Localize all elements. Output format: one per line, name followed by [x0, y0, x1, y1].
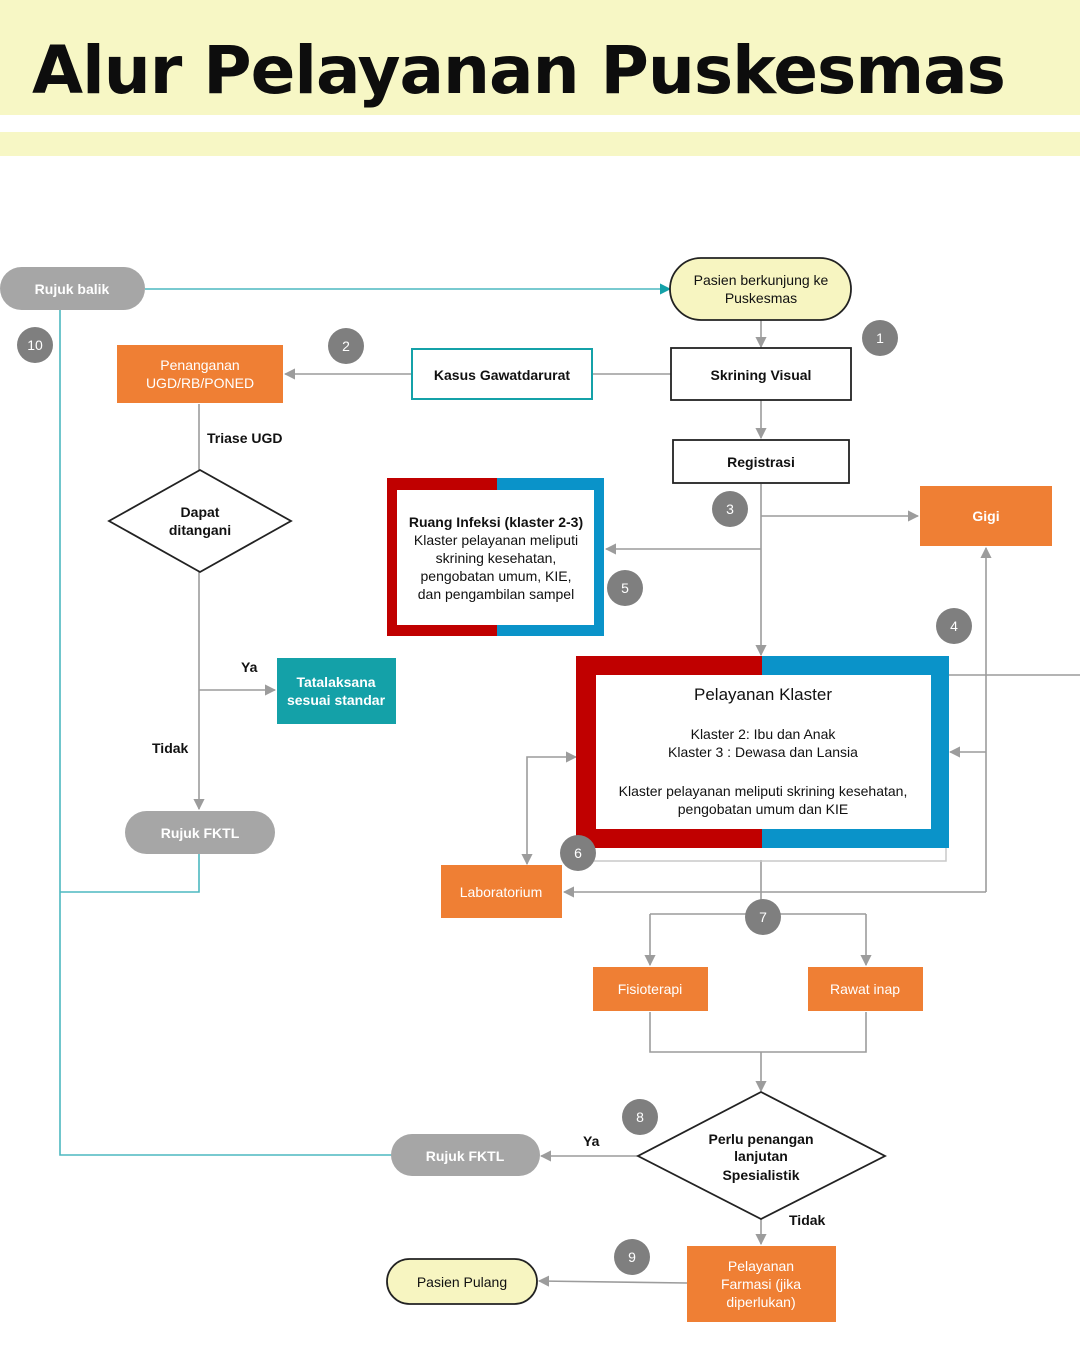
rujuk-balik-node: Rujuk balik: [0, 267, 145, 310]
kasus-gawatdarurat-node: Kasus Gawatdarurat: [411, 348, 593, 400]
registrasi-node: Registrasi: [672, 439, 850, 484]
perlu-penanganan-line-2: lanjutan: [734, 1148, 788, 1164]
step-badge-3: 3: [712, 491, 748, 527]
pelayanan-klaster-line-4: Klaster pelayanan meliputi skrining kese…: [619, 783, 908, 799]
step-badge-2: 2: [328, 328, 364, 364]
rujuk-fktl-bottom-node: Rujuk FKTL: [391, 1134, 540, 1176]
pelayanan-farmasi-line-2: Farmasi (jika: [721, 1276, 801, 1292]
gigi-label: Gigi: [972, 508, 999, 524]
ruang-infeksi-title: Ruang Infeksi (klaster 2-3): [409, 514, 583, 530]
tatalaksana-line-2: sesuai standar: [287, 692, 386, 708]
laboratorium-label: Laboratorium: [460, 884, 543, 900]
edge-label-ya-2: Ya: [583, 1133, 600, 1149]
step-badge-8: 8: [622, 1099, 658, 1135]
rujuk-fktl-top-node: Rujuk FKTL: [125, 811, 275, 854]
step-badge-4: 4: [936, 608, 972, 644]
fisioterapi-node: Fisioterapi: [593, 967, 708, 1011]
pelayanan-klaster-title: Pelayanan Klaster: [694, 685, 832, 704]
pasien-berkunjung-node: Pasien berkunjung ke Puskesmas: [669, 257, 852, 321]
rujuk-balik-label: Rujuk balik: [35, 281, 110, 297]
svg-text:2: 2: [342, 338, 350, 354]
ruang-infeksi-line-4: dan pengambilan sampel: [418, 586, 574, 602]
svg-text:7: 7: [759, 909, 767, 925]
svg-text:4: 4: [950, 618, 958, 634]
pasien-pulang-label: Pasien Pulang: [417, 1274, 507, 1290]
dapat-ditangani-node: Dapat ditangani: [107, 468, 293, 574]
dapat-ditangani-line-1: Dapat: [181, 504, 220, 520]
pelayanan-farmasi-node: Pelayanan Farmasi (jika diperlukan): [687, 1246, 836, 1322]
svg-text:9: 9: [628, 1249, 636, 1265]
pelayanan-klaster-node: Pelayanan Klaster Klaster 2: Ibu dan Ana…: [576, 656, 949, 862]
pelayanan-klaster-line-2: Klaster 3 : Dewasa dan Lansia: [668, 744, 858, 760]
svg-text:8: 8: [636, 1109, 644, 1125]
edge-label-triase-ugd: Triase UGD: [207, 430, 282, 446]
step-badge-9: 9: [614, 1239, 650, 1275]
svg-text:3: 3: [726, 501, 734, 517]
step-badge-10: 10: [17, 327, 53, 363]
pasien-berkunjung-line-2: Puskesmas: [725, 290, 797, 306]
skrining-visual-node: Skrining Visual: [670, 347, 852, 401]
pasien-berkunjung-line-1: Pasien berkunjung ke: [694, 272, 829, 288]
pelayanan-farmasi-line-3: diperlukan): [726, 1294, 795, 1310]
rawat-inap-label: Rawat inap: [830, 981, 900, 997]
rawat-inap-node: Rawat inap: [808, 967, 923, 1011]
pelayanan-klaster-line-5: pengobatan umum dan KIE: [678, 801, 848, 817]
step-badge-5: 5: [607, 570, 643, 606]
pelayanan-klaster-line-1: Klaster 2: Ibu dan Anak: [691, 726, 837, 742]
edge-label-tidak-2: Tidak: [789, 1212, 826, 1228]
perlu-penanganan-node: Perlu penangan lanjutan Spesialistik: [636, 1090, 887, 1221]
ruang-infeksi-line-2: skrining kesehatan,: [436, 550, 557, 566]
gigi-node: Gigi: [920, 486, 1052, 546]
fisioterapi-label: Fisioterapi: [618, 981, 683, 997]
laboratorium-node: Laboratorium: [441, 865, 562, 918]
svg-text:5: 5: [621, 580, 629, 596]
kasus-gawatdarurat-label: Kasus Gawatdarurat: [434, 367, 570, 383]
rujuk-fktl-top-label: Rujuk FKTL: [161, 825, 240, 841]
penanganan-ugd-line-2: UGD/RB/PONED: [146, 375, 254, 391]
edge-label-ya-1: Ya: [241, 659, 258, 675]
perlu-penanganan-line-1: Perlu penangan: [708, 1131, 813, 1147]
ruang-infeksi-node: Ruang Infeksi (klaster 2-3) Klaster pela…: [387, 478, 604, 636]
ruang-infeksi-line-3: pengobatan umum, KIE,: [421, 568, 572, 584]
pelayanan-farmasi-line-1: Pelayanan: [728, 1258, 794, 1274]
perlu-penanganan-line-3: Spesialistik: [722, 1167, 799, 1183]
dapat-ditangani-line-2: ditangani: [169, 522, 231, 538]
header-stripe: [0, 132, 1080, 156]
step-badges: 1 2 3 4 5 6 7 8 9 10: [17, 320, 972, 1275]
edge-label-tidak-1: Tidak: [152, 740, 189, 756]
ruang-infeksi-line-1: Klaster pelayanan meliputi: [414, 532, 578, 548]
page-title: Alur Pelayanan Puskesmas: [32, 32, 1006, 109]
connectors: [59, 283, 1080, 1287]
svg-text:1: 1: [876, 330, 884, 346]
skrining-visual-label: Skrining Visual: [711, 367, 812, 383]
header-band: [0, 0, 1080, 115]
step-badge-6: 6: [560, 835, 596, 871]
pasien-pulang-node: Pasien Pulang: [386, 1258, 538, 1305]
registrasi-label: Registrasi: [727, 454, 795, 470]
svg-text:6: 6: [574, 845, 582, 861]
tatalaksana-node: Tatalaksana sesuai standar: [277, 658, 396, 724]
step-badge-7: 7: [745, 899, 781, 935]
penanganan-ugd-node: Penanganan UGD/RB/PONED: [117, 345, 283, 403]
step-badge-1: 1: [862, 320, 898, 356]
tatalaksana-line-1: Tatalaksana: [296, 674, 375, 690]
penanganan-ugd-line-1: Penanganan: [160, 357, 239, 373]
svg-text:10: 10: [27, 337, 43, 353]
rujuk-fktl-bottom-label: Rujuk FKTL: [426, 1148, 505, 1164]
